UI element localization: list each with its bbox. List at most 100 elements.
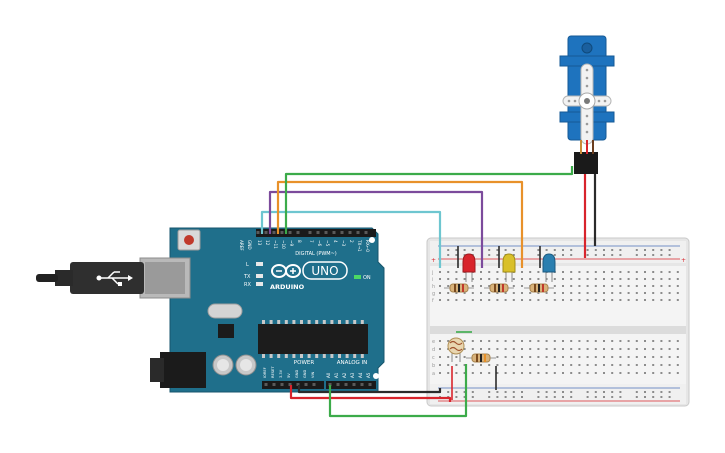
bb-hole — [545, 348, 548, 350]
bb-hole — [594, 299, 597, 301]
bb-hole — [586, 249, 589, 251]
bb-hole — [578, 348, 581, 350]
onboard-led-on — [354, 275, 361, 279]
resistor[interactable] — [466, 353, 496, 363]
capacitor-top — [217, 359, 229, 371]
usb-b-port-inner — [145, 262, 185, 294]
bb-hole — [668, 292, 671, 294]
bb-hole — [603, 292, 605, 294]
photoresistor[interactable] — [447, 337, 465, 362]
wire-black-gnd[interactable] — [297, 385, 442, 394]
wire-orange[interactable] — [276, 180, 524, 268]
bb-hole — [553, 285, 556, 287]
bb-hole — [603, 285, 605, 287]
arduino-uno-board[interactable]: L TX RX ON UNO ARDUINO DIGITAL (PWM~) AR… — [36, 227, 385, 393]
power-pin-label: 5V — [287, 373, 291, 378]
bb-hole — [562, 372, 564, 374]
top-plus-label-right: + — [681, 257, 686, 264]
bb-hole — [611, 299, 614, 301]
wire-purple[interactable] — [268, 190, 484, 268]
breadboard-row-letters: j i h g f e d c b a — [431, 270, 435, 377]
bb-hole — [668, 271, 671, 273]
bb-hole — [652, 271, 655, 273]
bb-hole — [471, 299, 474, 301]
bb-hole — [644, 372, 646, 374]
bb-hole — [455, 292, 458, 294]
bb-hole — [562, 340, 564, 342]
bb-hole — [594, 285, 597, 287]
bb-hole — [652, 364, 655, 366]
bb-hole — [463, 348, 466, 350]
wire-cyan[interactable] — [260, 210, 442, 268]
bb-hole — [439, 271, 441, 273]
bb-hole — [668, 348, 671, 350]
bb-hole — [463, 254, 466, 256]
bb-hole — [504, 292, 507, 294]
bb-hole — [562, 364, 564, 366]
bb-hole — [488, 285, 491, 287]
bb-hole — [660, 254, 663, 256]
bb-hole — [471, 278, 474, 280]
bb-hole — [529, 356, 532, 358]
bb-hole — [594, 254, 597, 256]
bb-hole — [594, 396, 597, 398]
yellow-led[interactable] — [502, 253, 516, 282]
pin-label-11: ~11 — [273, 240, 278, 249]
bb-hole — [537, 340, 540, 342]
bb-hole — [586, 372, 589, 374]
bb-hole — [603, 249, 605, 251]
bb-hole — [635, 348, 638, 350]
bb-hole — [668, 278, 671, 280]
bb-hole — [652, 299, 655, 301]
bb-hole — [676, 340, 679, 342]
dc-power-jack-front — [150, 358, 164, 382]
pin-label-10: ~10 — [281, 240, 286, 249]
bb-hole — [578, 271, 581, 273]
bb-hole — [463, 249, 466, 251]
red-led[interactable] — [462, 253, 476, 282]
bb-hole — [611, 364, 614, 366]
bb-hole — [570, 356, 573, 358]
bb-hole — [496, 396, 499, 398]
reset-button-cap[interactable] — [184, 235, 194, 245]
bb-hole — [537, 356, 540, 358]
resistor[interactable] — [524, 283, 554, 293]
blue-led[interactable] — [542, 253, 556, 282]
bb-hole — [578, 292, 581, 294]
bb-hole — [586, 348, 589, 350]
bb-hole — [512, 372, 515, 374]
bb-hole — [553, 356, 556, 358]
bb-hole — [496, 299, 499, 301]
uno-badge — [302, 261, 348, 280]
bb-hole — [635, 292, 638, 294]
bb-hole — [480, 278, 482, 280]
bb-hole — [455, 299, 458, 301]
bb-hole — [627, 271, 630, 273]
voltage-regulator — [218, 324, 234, 338]
bb-hole — [545, 364, 548, 366]
row-letter: c — [432, 355, 435, 361]
row-letter: f — [432, 298, 434, 304]
bb-hole — [537, 271, 540, 273]
micro-servo[interactable] — [559, 35, 615, 174]
row-letter: j — [431, 270, 433, 276]
bb-hole — [553, 249, 556, 251]
bb-hole — [447, 364, 450, 366]
bb-hole — [471, 364, 474, 366]
bb-hole — [603, 340, 605, 342]
wire-green-servo[interactable] — [284, 166, 574, 234]
wire-red-5v[interactable] — [289, 385, 452, 402]
bb-hole — [644, 285, 646, 287]
bb-hole — [644, 299, 646, 301]
top-power-rail — [430, 241, 686, 263]
bb-hole — [463, 364, 466, 366]
analog-in-label: ANALOG IN — [337, 360, 368, 366]
wire-green-a0[interactable] — [328, 364, 468, 418]
digital-header — [256, 229, 376, 237]
bb-hole — [529, 348, 532, 350]
resistor[interactable] — [444, 283, 474, 293]
bb-hole — [447, 249, 450, 251]
bb-hole — [603, 348, 605, 350]
bb-hole — [570, 254, 573, 256]
resistor[interactable] — [484, 283, 514, 293]
